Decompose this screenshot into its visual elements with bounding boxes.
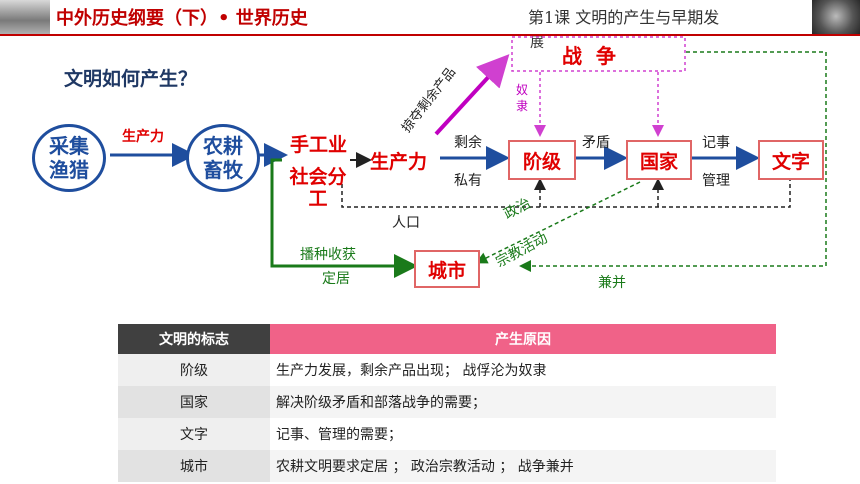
node-class: 阶级 <box>508 140 576 180</box>
table-row: 国家 解决阶级矛盾和部落战争的需要； <box>118 386 776 418</box>
label-manage: 管理 <box>702 173 730 189</box>
table-header-sign: 文明的标志 <box>118 324 270 354</box>
table-cell-sign: 文字 <box>118 418 270 450</box>
label-conflict: 矛盾 <box>582 135 610 151</box>
table-cell-reason: 解决阶级矛盾和部落战争的需要； <box>270 386 776 418</box>
table-cell-sign: 国家 <box>118 386 270 418</box>
header-divider <box>0 34 860 36</box>
node-war: 战 争 <box>562 44 616 68</box>
label-slave: 奴 隶 <box>516 83 529 113</box>
node-farming-herding: 农耕 畜牧 <box>186 124 260 192</box>
lesson-title-continued: 展 <box>530 35 544 51</box>
label-population: 人口 <box>392 215 420 231</box>
header-corner-image <box>812 0 860 36</box>
civilization-signs-table: 文明的标志 产生原因 阶级 生产力发展，剩余产品出现； 战俘沦为奴隶 国家 解决… <box>118 324 776 482</box>
table-row: 阶级 生产力发展，剩余产品出现； 战俘沦为奴隶 <box>118 354 776 386</box>
node-city: 城市 <box>414 250 480 288</box>
node-handicraft: 手工业 <box>290 134 348 156</box>
page-title: 中外历史纲要（下）• 世界历史 <box>56 8 308 29</box>
label-record: 记事 <box>702 135 730 151</box>
label-sowing-harvest: 播种收获 <box>300 247 356 263</box>
table-cell-sign: 阶级 <box>118 354 270 386</box>
question-heading: 文明如何产生？ <box>64 68 198 90</box>
node-hunting-gathering: 采集 渔猎 <box>32 124 106 192</box>
node-writing: 文字 <box>758 140 824 180</box>
table-cell-sign: 城市 <box>118 450 270 482</box>
table-row: 城市 农耕文明要求定居 ； 政治宗教活动 ； 战争兼并 <box>118 450 776 482</box>
label-surplus: 剩余 <box>454 135 482 151</box>
node-productivity: 生产力 <box>370 151 428 173</box>
label-productivity-arrow: 生产力 <box>122 129 164 145</box>
table-cell-reason: 农耕文明要求定居 ； 政治宗教活动 ； 战争兼并 <box>270 450 776 482</box>
table-cell-reason: 记事、管理的需要； <box>270 418 776 450</box>
table-row: 文字 记事、管理的需要； <box>118 418 776 450</box>
node-social-division: 社会分 工 <box>289 166 347 210</box>
header-decoration-image <box>0 0 50 34</box>
label-private: 私有 <box>454 173 482 189</box>
table-cell-reason: 生产力发展，剩余产品出现； 战俘沦为奴隶 <box>270 354 776 386</box>
label-annex: 兼并 <box>598 275 626 291</box>
lesson-title: 第1课 文明的产生与早期发 <box>528 8 720 27</box>
label-settle: 定居 <box>322 271 350 287</box>
node-state: 国家 <box>626 140 692 180</box>
table-header-reason: 产生原因 <box>270 324 776 354</box>
